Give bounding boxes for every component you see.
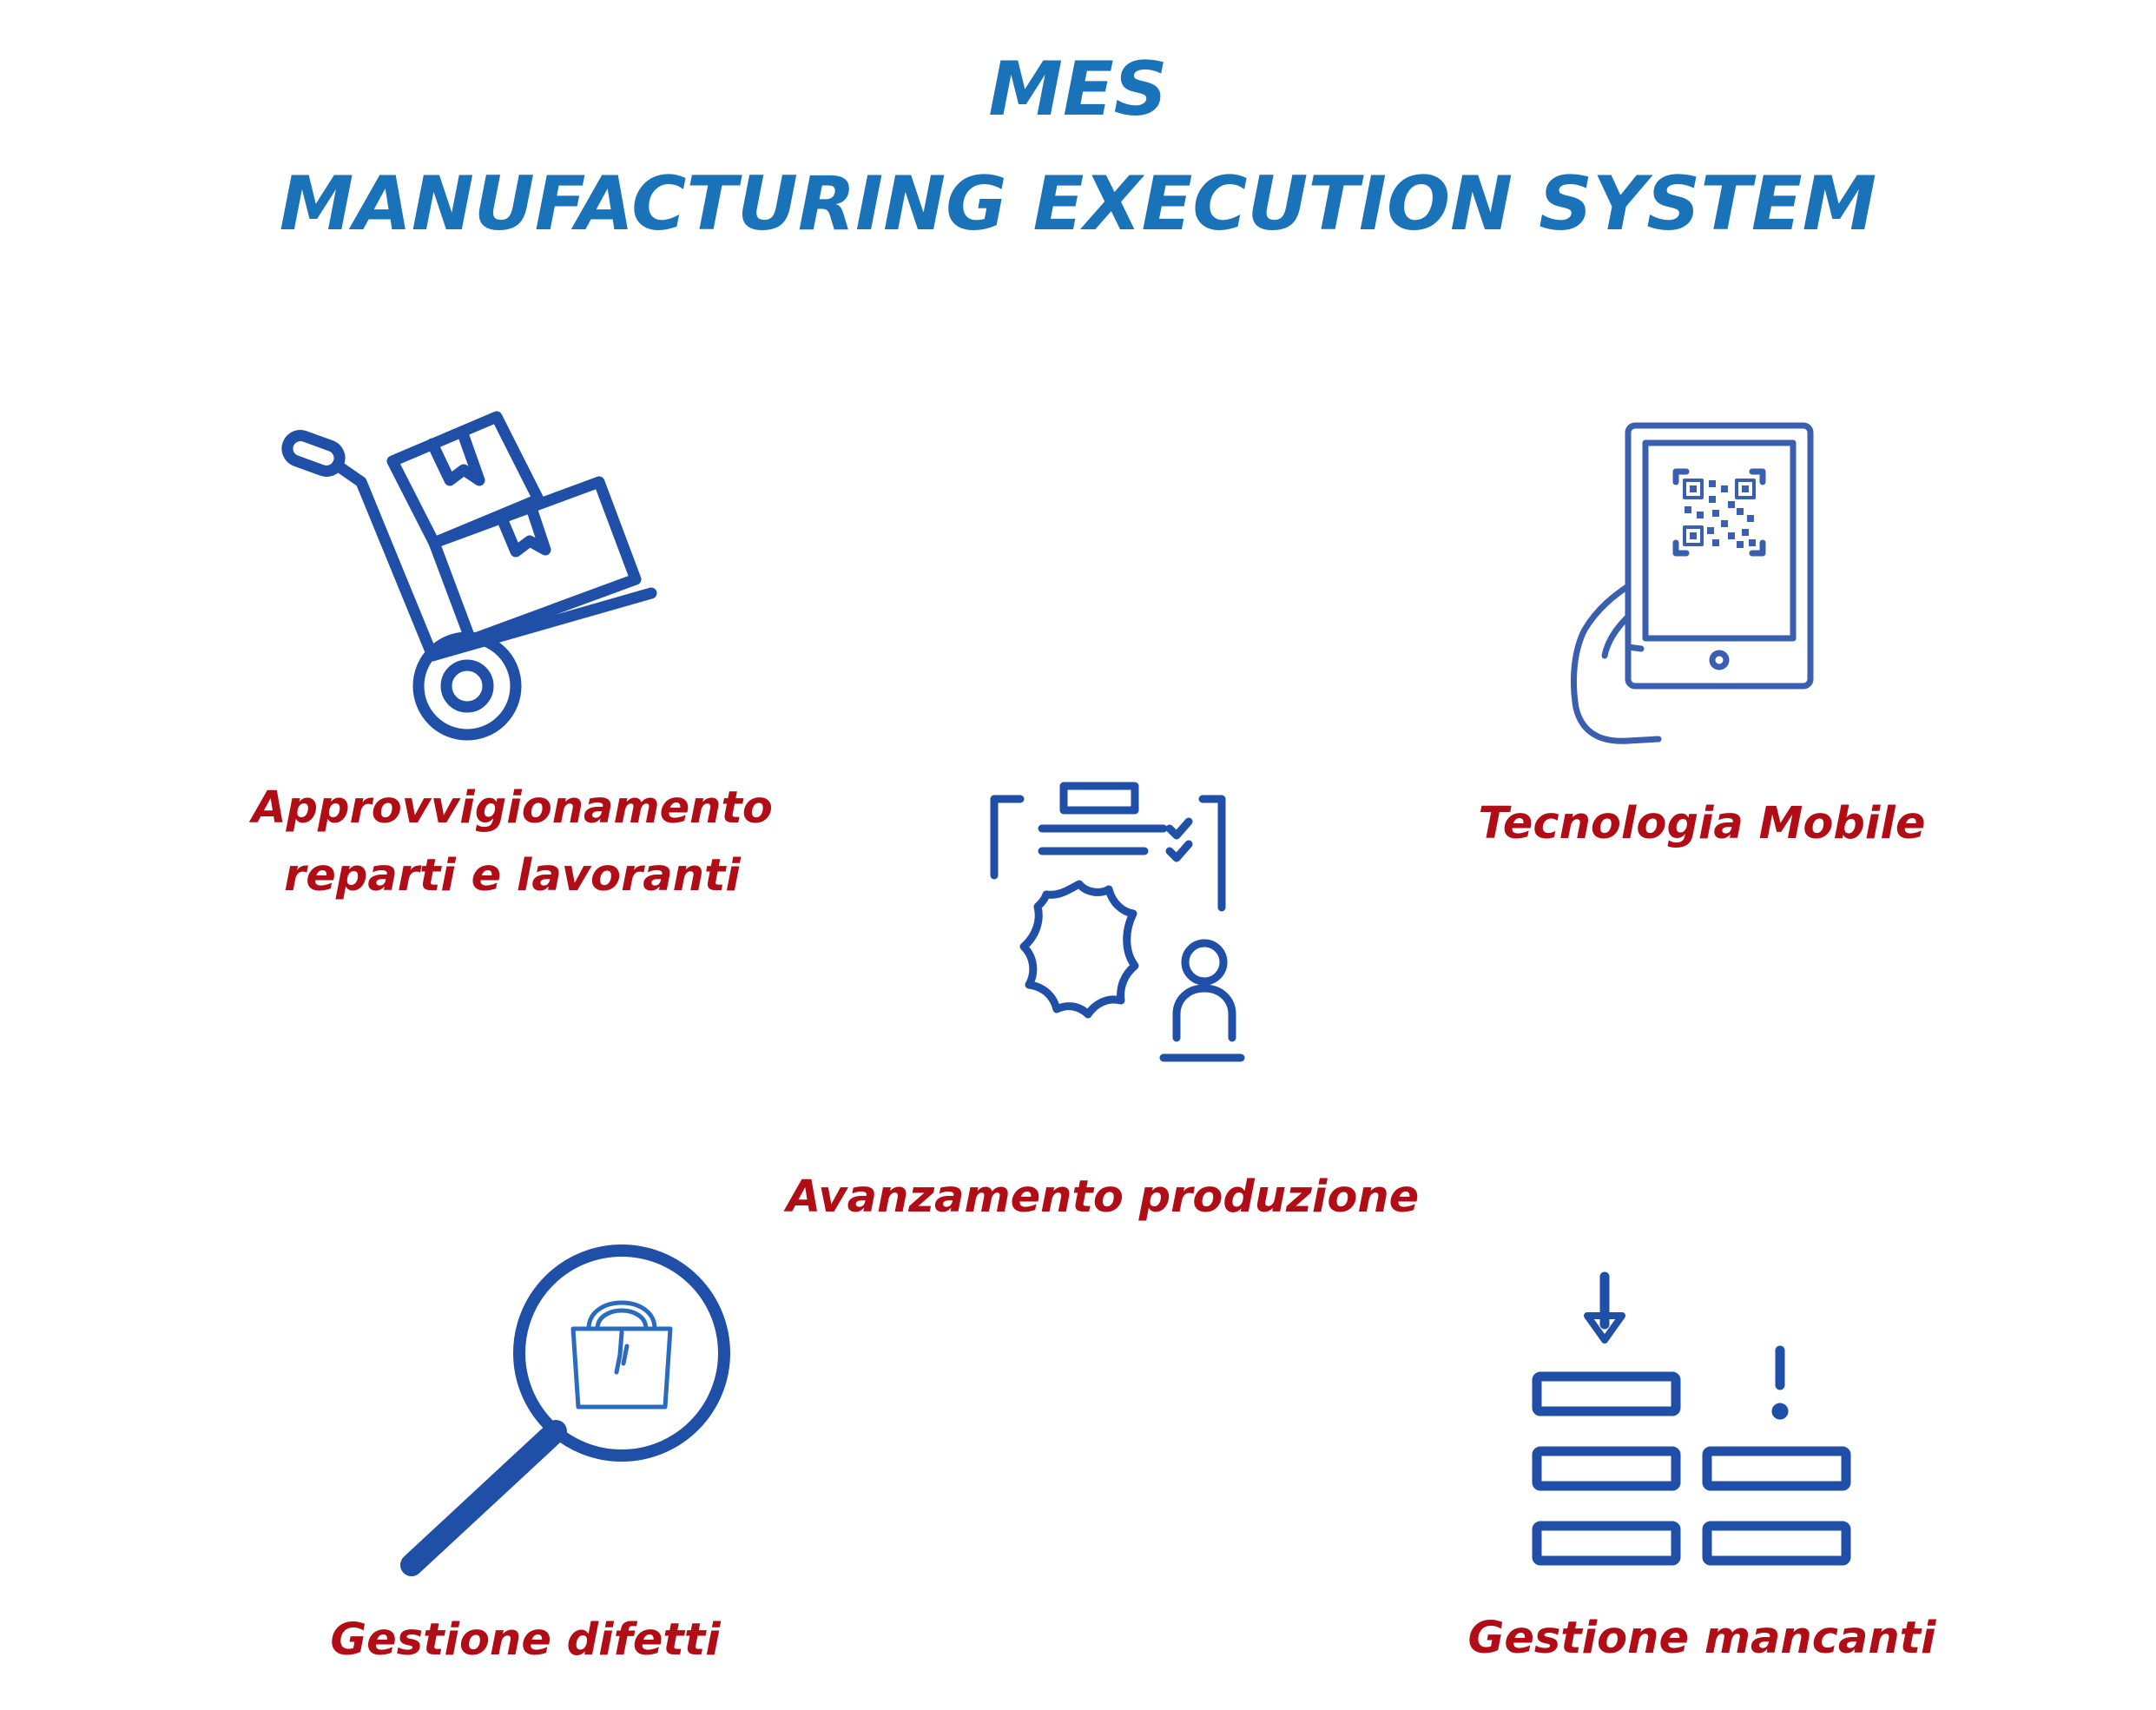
defects-label: Gestione difetti bbox=[330, 1614, 721, 1666]
supply-label-line2: reparti e lavoranti bbox=[284, 850, 741, 901]
hand-truck-icon bbox=[278, 395, 677, 751]
stacked-bars-alert-icon bbox=[1528, 1271, 1858, 1576]
missing-label: Gestione mancanti bbox=[1467, 1613, 1936, 1664]
magnifier-bag-icon bbox=[399, 1242, 747, 1576]
supply-label-line1: Approvvigionamento bbox=[252, 782, 773, 834]
tablet-qr-icon bbox=[1563, 421, 1849, 751]
progress-label: Avanzamento produzione bbox=[786, 1172, 1420, 1223]
page-title-acronym: MES bbox=[988, 46, 1168, 133]
mobile-label: Tecnologia Mobile bbox=[1478, 798, 1926, 849]
leather-worker-checklist-icon bbox=[986, 782, 1263, 1077]
page-title-full: MANUFACTURING EXECUTION SYSTEM bbox=[279, 161, 1877, 248]
